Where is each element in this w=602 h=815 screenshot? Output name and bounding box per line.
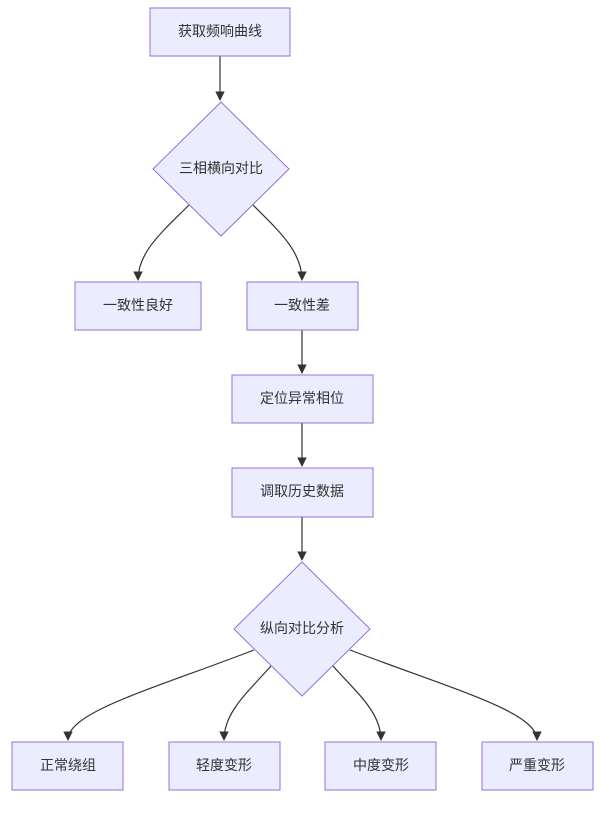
node-three-phase: 三相横向对比 [152,101,290,237]
edge-longitudinal-to-mild [219,665,272,741]
edge-three-phase-to-poor [252,204,307,281]
edge-three-phase-to-good [133,204,190,281]
node-mild: 轻度变形 [168,741,281,791]
node-longitudinal: 纵向对比分析 [233,561,371,697]
node-get-curve: 获取频响曲线 [149,7,291,57]
edges [63,56,542,741]
node-three-phase-label: 三相横向对比 [179,161,263,177]
node-locate-label: 定位异常相位 [260,391,344,407]
node-severe-label: 严重变形 [509,758,565,774]
edge-longitudinal-to-normal [63,649,255,741]
node-normal-label: 正常绕组 [40,758,96,774]
node-history-label: 调取历史数据 [260,484,344,500]
node-normal: 正常绕组 [11,741,124,791]
node-severe: 严重变形 [481,741,594,791]
node-moderate: 中度变形 [324,741,437,791]
edge-longitudinal-to-severe [349,649,542,741]
node-history: 调取历史数据 [231,467,374,518]
node-good: 一致性良好 [74,281,202,331]
node-longitudinal-label: 纵向对比分析 [260,621,344,637]
node-locate: 定位异常相位 [231,374,374,424]
edge-longitudinal-to-moderate [332,665,386,741]
node-mild-label: 轻度变形 [196,758,252,774]
node-moderate-label: 中度变形 [353,758,409,774]
node-get-curve-label: 获取频响曲线 [178,24,262,40]
node-poor-label: 一致性差 [274,298,330,314]
node-good-label: 一致性良好 [103,298,173,314]
node-poor: 一致性差 [246,281,359,331]
